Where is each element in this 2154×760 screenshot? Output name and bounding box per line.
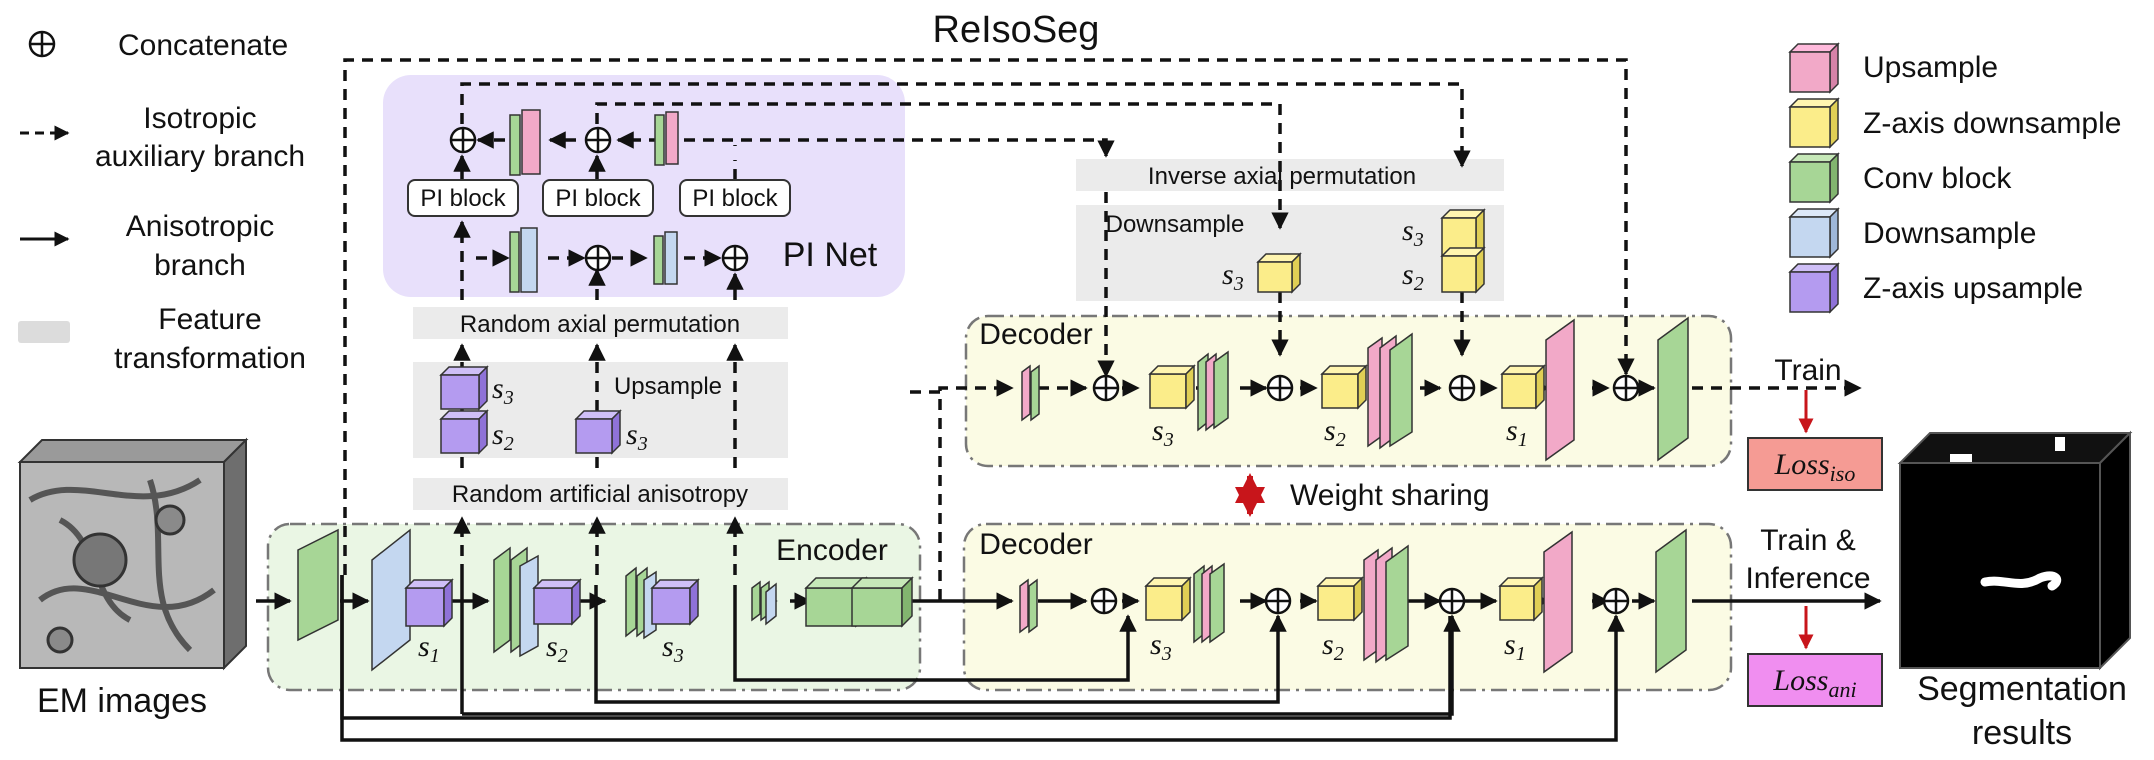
conv-cube-icon	[1788, 152, 1840, 204]
em-images-label: EM images	[37, 682, 207, 720]
decoder-top-blocks	[1021, 316, 1689, 462]
conv-block-small	[509, 231, 520, 293]
random-axial-permutation-box	[413, 307, 788, 339]
conv-block-small	[653, 235, 664, 285]
anisotropic-flow	[256, 575, 1882, 742]
encoder-label: Encoder	[776, 534, 888, 567]
z-down-cube-icon	[1788, 97, 1840, 149]
concat-icon	[449, 126, 477, 154]
concat-icon	[1092, 374, 1120, 402]
concat-icon	[1264, 587, 1292, 615]
seg-label-line1: Segmentation	[1917, 670, 2127, 708]
encoder-blocks	[297, 528, 914, 672]
upsample-block-small	[521, 109, 541, 175]
feature-transform-swatch	[18, 321, 70, 343]
scale-label: s3	[662, 630, 684, 667]
conv-block-small	[654, 114, 665, 166]
loss-iso-box	[1747, 437, 1883, 491]
legend-iso-line1: Isotropic	[143, 102, 256, 135]
pi-block-label: PI block	[555, 185, 641, 212]
legend-z-down: Z-axis downsample	[1863, 107, 2121, 140]
train-inference-line2: Inference	[1745, 562, 1870, 595]
z-down-cubes	[1256, 208, 1486, 294]
scale-label: s2	[1324, 414, 1346, 451]
scale-label: s3	[492, 372, 514, 409]
legend-ani-line2: branch	[154, 249, 246, 282]
train-label: Train	[1774, 354, 1841, 387]
pi-net-contents: PI block PI block PI block PI Net	[407, 109, 878, 293]
downsample-block-small	[664, 231, 678, 285]
segmentation-cube	[1897, 430, 2133, 671]
legend-z-up: Z-axis upsample	[1863, 272, 2083, 305]
legend-upsample: Upsample	[1863, 51, 1998, 84]
pi-block	[407, 179, 519, 217]
concat-icon	[584, 126, 612, 154]
scale-label: s3	[1150, 628, 1172, 665]
legend-feat-line1: Feature	[158, 303, 261, 336]
legend-iso-line2: auxiliary branch	[95, 140, 305, 173]
pi-net-label: PI Net	[783, 236, 878, 274]
concat-icon	[584, 244, 612, 272]
pi-block-label: PI block	[692, 185, 778, 212]
upsample-feature-label: Upsample	[614, 373, 722, 400]
concat-icon	[1266, 374, 1294, 402]
legend-feat-line2: transformation	[114, 342, 306, 375]
decoder-bottom-blocks	[1019, 528, 1687, 674]
seg-label-line2: results	[1972, 714, 2072, 752]
legend-downsample: Downsample	[1863, 217, 2036, 250]
legend-ani-line1: Anisotropic	[126, 210, 274, 243]
scale-label: s1	[1504, 628, 1526, 665]
random-artificial-anisotropy-label: Random artificial anisotropy	[452, 481, 748, 508]
right-legend: Upsample Z-axis downsample Conv block Do…	[1788, 42, 2121, 314]
decoder-top-label: Decoder	[979, 318, 1092, 351]
scale-labels: s3 s2 s3 s3 s3 s2 s1 s2 s3 s3 s2 s1 s3 s…	[418, 214, 1528, 667]
random-axial-permutation-label: Random axial permutation	[460, 311, 740, 338]
scale-label: s1	[1506, 414, 1528, 451]
scale-label: s1	[418, 630, 440, 667]
concat-icon	[1448, 374, 1476, 402]
z-up-cube-icon	[1788, 262, 1840, 314]
scale-label: s2	[546, 630, 568, 667]
concat-icon	[1090, 587, 1118, 615]
concat-icon	[1602, 587, 1630, 615]
loss-iso-label: Lossiso	[1774, 448, 1856, 486]
conv-block-small	[509, 114, 521, 176]
downsample-block-small	[520, 227, 538, 293]
scale-label: s2	[492, 418, 514, 455]
pi-block	[679, 179, 791, 217]
legend-concatenate: Concatenate	[118, 29, 288, 62]
scale-label: s2	[1322, 628, 1344, 665]
em-image-cube	[17, 437, 249, 671]
concat-icon	[721, 244, 749, 272]
concat-icon	[1612, 374, 1640, 402]
scale-label: s3	[626, 418, 648, 455]
random-artificial-anisotropy-box	[413, 478, 788, 510]
upsample-block-small	[665, 111, 679, 165]
downsample-feature-label: Downsample	[1106, 211, 1245, 238]
scale-label: s2	[1402, 258, 1424, 295]
downsample-cube-icon	[1788, 207, 1840, 259]
inverse-axial-permutation-box	[1076, 159, 1504, 191]
decoder-bottom-label: Decoder	[979, 528, 1092, 561]
inverse-axial-permutation-label: Inverse axial permutation	[1148, 163, 1416, 190]
left-legend: Concatenate Isotropic auxiliary branch A…	[18, 29, 306, 375]
train-inference-line1: Train &	[1760, 524, 1856, 557]
loss-ani-label: Lossani	[1772, 664, 1856, 702]
pi-block	[542, 179, 654, 217]
concat-icon	[1438, 587, 1466, 615]
diagram-title: ReIsoSeg	[933, 9, 1100, 51]
scale-label: s3	[1222, 258, 1244, 295]
legend-conv: Conv block	[1863, 162, 2012, 195]
weight-sharing-label: Weight sharing	[1290, 479, 1490, 512]
z-up-cubes	[439, 365, 622, 455]
scale-label: s3	[1152, 414, 1174, 451]
loss-ani-box	[1747, 653, 1883, 707]
pi-block-label: PI block	[420, 185, 506, 212]
scale-label: s3	[1402, 214, 1424, 251]
upsample-cube-icon	[1788, 42, 1840, 94]
